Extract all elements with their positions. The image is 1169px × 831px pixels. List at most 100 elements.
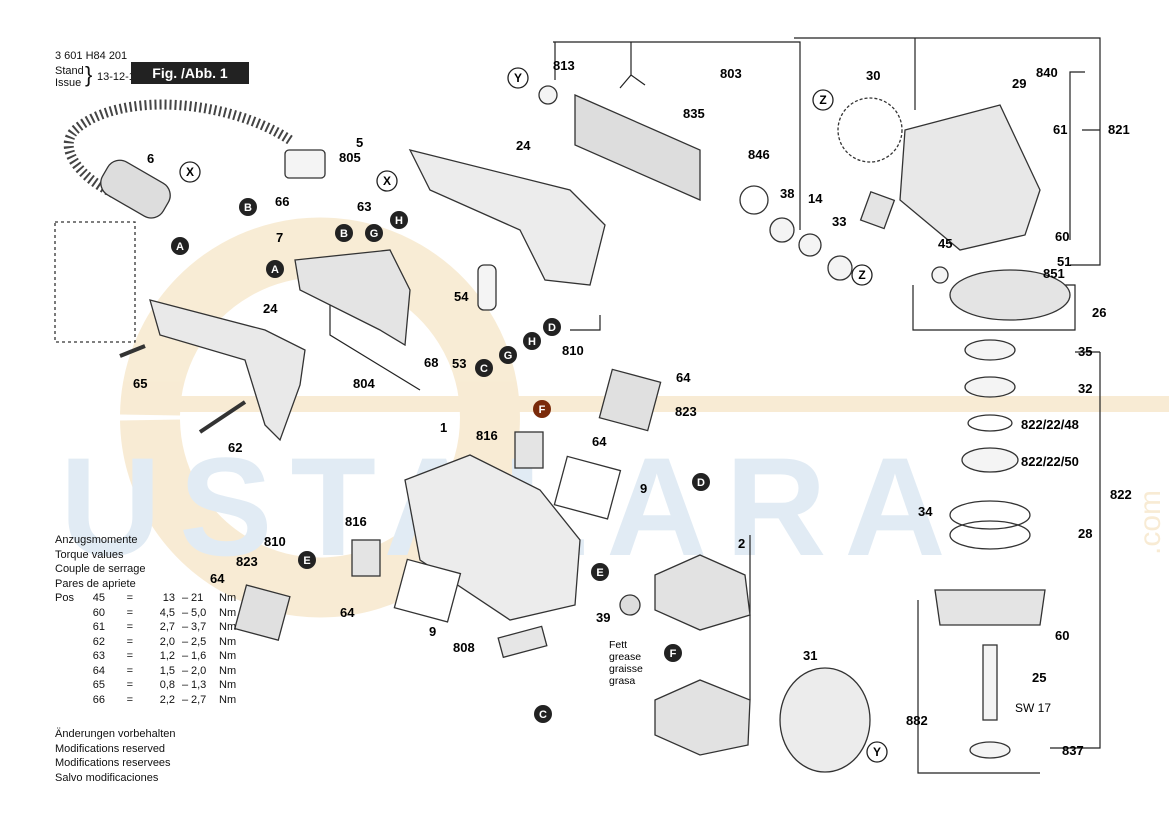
part-number-label: 33 (832, 214, 846, 229)
reference-circle (851, 264, 873, 286)
torque-position: 65 (92, 679, 105, 691)
torque-position: 63 (92, 650, 105, 662)
modification-line: Modifications reserved (55, 742, 166, 755)
reference-circle (376, 170, 398, 192)
bearing-flange (934, 589, 1046, 626)
label-808 (497, 625, 548, 659)
part-number-label: 65 (133, 376, 147, 391)
connector-letter: D (697, 477, 705, 489)
part-number-label: 7 (276, 230, 283, 245)
torque-pos-label (55, 635, 79, 650)
part-number-label: 51 (1057, 254, 1071, 269)
torque-position: 66 (92, 693, 105, 706)
part-number-label: 30 (866, 68, 880, 83)
connector-marker: H (390, 211, 408, 229)
connector-marker: G (499, 346, 517, 364)
part-number-label: 61 (1053, 122, 1067, 137)
part-number-label: 2 (738, 536, 745, 551)
torque-spacer (133, 649, 147, 664)
connector-marker: C (534, 705, 552, 723)
part-number-label: 804 (353, 376, 375, 391)
connector-marker: D (692, 473, 710, 491)
part-number-label: 64 (676, 370, 691, 385)
part-number-label: 9 (640, 481, 647, 496)
field-2 (654, 554, 751, 631)
part-number-label: 805 (339, 150, 361, 165)
torque-equals: = (126, 592, 133, 604)
part-number-label: 63 (357, 199, 371, 214)
part-number: 3 601 H84 201 (55, 50, 128, 62)
bearing-14 (798, 233, 822, 257)
torque-min: 4,5 (159, 606, 175, 619)
circlip-822-22-48 (967, 414, 1013, 432)
part-number-label: 851 (1043, 266, 1065, 281)
connector-dot (533, 400, 551, 418)
connector-dot (335, 224, 353, 242)
ring-28 (949, 520, 1031, 550)
part-number-label: 64 (592, 434, 607, 449)
screw-65 (119, 344, 146, 358)
part-number-label: 803 (720, 66, 742, 81)
torque-dash: – (181, 650, 189, 662)
torque-unit: Nm (219, 621, 237, 633)
torque-max: 2,7 (191, 693, 207, 706)
connector-marker: A (171, 237, 189, 255)
torque-equals: = (126, 635, 133, 648)
torque-pos-label (55, 606, 79, 621)
part-number-label: 6 (147, 151, 154, 166)
part-number-label: 60 (1055, 628, 1069, 643)
connector-marker: B (335, 224, 353, 242)
part-number-label: 9 (429, 624, 436, 639)
reference-letter: Y (873, 745, 881, 759)
brace: } (85, 62, 93, 87)
modification-line: Modifications reservees (55, 757, 171, 769)
reference-marker: Y (507, 67, 529, 89)
reference-letter: Y (514, 71, 522, 85)
torque-table: Anzugsmomente Torque values Couple de se… (55, 533, 236, 707)
part-number-label: 810 (264, 534, 286, 549)
torque-equals: = (126, 621, 133, 633)
torque-min: 1,2 (159, 650, 175, 662)
reference-marker: X (376, 170, 398, 192)
torque-dash: – (181, 664, 189, 677)
torque-spacer (133, 678, 147, 693)
reference-letter: Z (858, 268, 865, 282)
seal-32 (964, 376, 1016, 398)
connector-dot (499, 346, 517, 364)
torque-pos-label (55, 678, 79, 693)
torque-spacer (133, 664, 147, 679)
fan-31 (779, 667, 871, 773)
reference-letter: Z (819, 93, 826, 107)
connector-dot (390, 211, 408, 229)
torque-equals: = (126, 693, 133, 706)
ring-33 (827, 255, 853, 281)
torque-title: Torque values (55, 548, 124, 561)
reference-circle (812, 89, 834, 111)
torque-position: 62 (92, 635, 105, 648)
auxiliary-handle (149, 299, 306, 442)
bearing-813 (538, 85, 558, 105)
part-number-label: 24 (516, 138, 531, 153)
part-number-label: 54 (454, 289, 469, 304)
connector-dot (239, 198, 257, 216)
torque-pos-label: Pos (55, 592, 74, 604)
connector-dot (692, 473, 710, 491)
spring-plate (859, 190, 896, 230)
torque-pos-label (55, 664, 79, 679)
connector-dot (298, 551, 316, 569)
torque-max: 2,0 (191, 664, 207, 677)
reference-marker: Z (812, 89, 834, 111)
capacitor-54 (477, 264, 497, 311)
connector-marker: G (365, 224, 383, 242)
nut-837 (969, 741, 1011, 759)
torque-dash: – (181, 592, 189, 604)
torque-spacer (133, 635, 147, 650)
torque-min: 2,7 (159, 621, 175, 633)
grease-39 (619, 594, 641, 616)
grease-note-line: Fett (609, 639, 627, 651)
part-number-label: 837 (1062, 743, 1084, 758)
switch-assembly (294, 249, 411, 347)
